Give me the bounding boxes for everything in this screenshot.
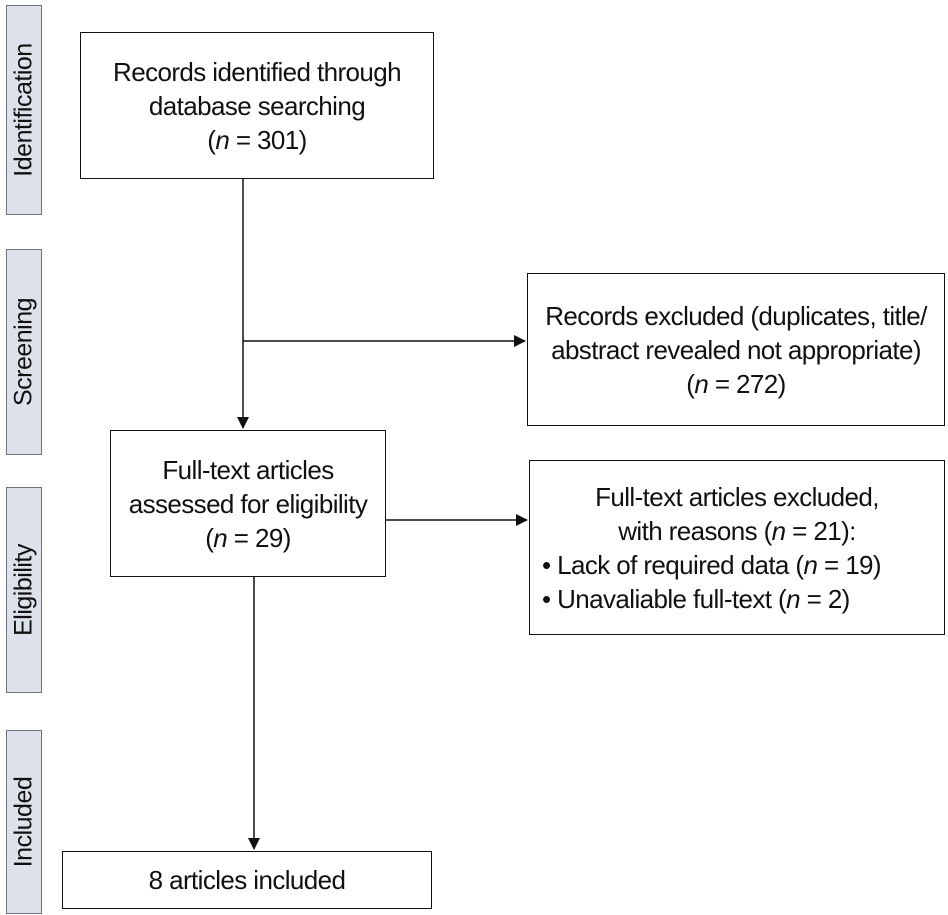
- box-full-text-excluded: Full-text articles excluded, with reason…: [529, 460, 945, 635]
- full-text-assessed-line-2: assessed for eligibility: [128, 488, 368, 519]
- full-text-excluded-line-1: Full-text articles excluded,: [595, 481, 879, 512]
- reason-unavailable-full-text: • Unavaliable full-text (n = 2): [542, 583, 850, 614]
- box-records-identified: Records identified through database sear…: [80, 32, 434, 179]
- records-excluded-count: (n = 272): [686, 368, 786, 399]
- stage-identification: Identification: [6, 5, 42, 215]
- full-text-assessed-line-1: Full-text articles: [162, 454, 334, 485]
- full-text-assessed-count: (n = 29): [205, 522, 291, 553]
- reason-lack-of-data: • Lack of required data (n = 19): [542, 549, 882, 580]
- stage-screening: Screening: [6, 249, 42, 455]
- records-identified-count: (n = 301): [207, 124, 307, 155]
- stage-included: Included: [6, 730, 42, 914]
- records-identified-line-1: Records identified through: [113, 56, 402, 87]
- box-articles-included: 8 articles included: [62, 851, 432, 909]
- box-records-excluded: Records excluded (duplicates, title/ abs…: [527, 273, 945, 426]
- full-text-excluded-reasons: with reasons (n = 21):: [618, 515, 856, 546]
- records-excluded-line-1: Records excluded (duplicates, title/: [545, 300, 927, 331]
- articles-included-label: 8 articles included: [148, 865, 346, 895]
- stage-eligibility: Eligibility: [6, 487, 42, 693]
- box-full-text-assessed: Full-text articles assessed for eligibil…: [110, 430, 386, 577]
- records-identified-line-2: database searching: [148, 90, 366, 121]
- records-excluded-line-2: abstract revealed not appropriate): [551, 334, 921, 365]
